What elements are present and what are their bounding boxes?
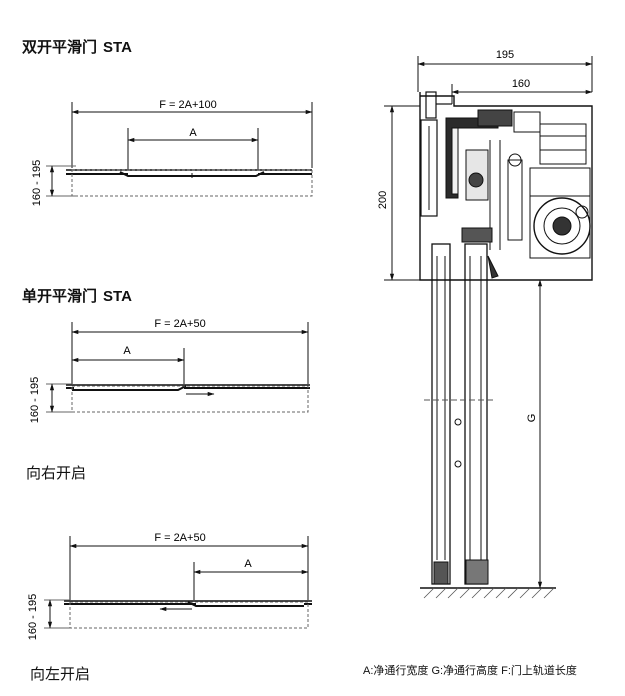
section-dim-200-label: 200 bbox=[377, 191, 389, 209]
double-door-title: 双开平滑门 bbox=[22, 39, 98, 56]
open-right-caption: 向右开启 bbox=[26, 465, 87, 482]
double-dim-depth-label: 160 - 195 bbox=[31, 160, 43, 206]
left-dim-f-label: F = 2A+50 bbox=[154, 532, 205, 544]
legend-text: A:净通行宽度 G:净通行高度 F:门上轨道长度 bbox=[363, 665, 577, 677]
right-dim-f-label: F = 2A+50 bbox=[154, 318, 205, 330]
right-dim-depth-label: 160 - 195 bbox=[29, 377, 41, 423]
section-dim-160-label: 160 bbox=[512, 78, 530, 90]
floor-hatching bbox=[423, 587, 555, 599]
section-drawing bbox=[384, 56, 593, 589]
single-door-title: 单开平滑门 bbox=[22, 288, 98, 305]
section-dim-195-label: 195 bbox=[496, 49, 514, 61]
open-right-diagram bbox=[46, 322, 310, 413]
double-dim-a-label: A bbox=[189, 127, 197, 139]
double-door-diagram bbox=[46, 102, 313, 197]
open-left-caption: 向左开启 bbox=[30, 666, 91, 683]
double-door-heading: 双开平滑门 STA bbox=[22, 36, 132, 57]
open-left-diagram bbox=[44, 536, 312, 629]
single-door-heading: 单开平滑门 STA bbox=[22, 285, 132, 306]
section-dim-g-label: G bbox=[526, 414, 538, 423]
double-dim-f-label: F = 2A+100 bbox=[159, 99, 217, 111]
single-door-model: STA bbox=[103, 288, 132, 305]
left-dim-a-label: A bbox=[244, 558, 252, 570]
right-dim-a-label: A bbox=[123, 345, 131, 357]
left-dim-depth-label: 160 - 195 bbox=[27, 594, 39, 640]
double-door-model: STA bbox=[103, 39, 132, 56]
